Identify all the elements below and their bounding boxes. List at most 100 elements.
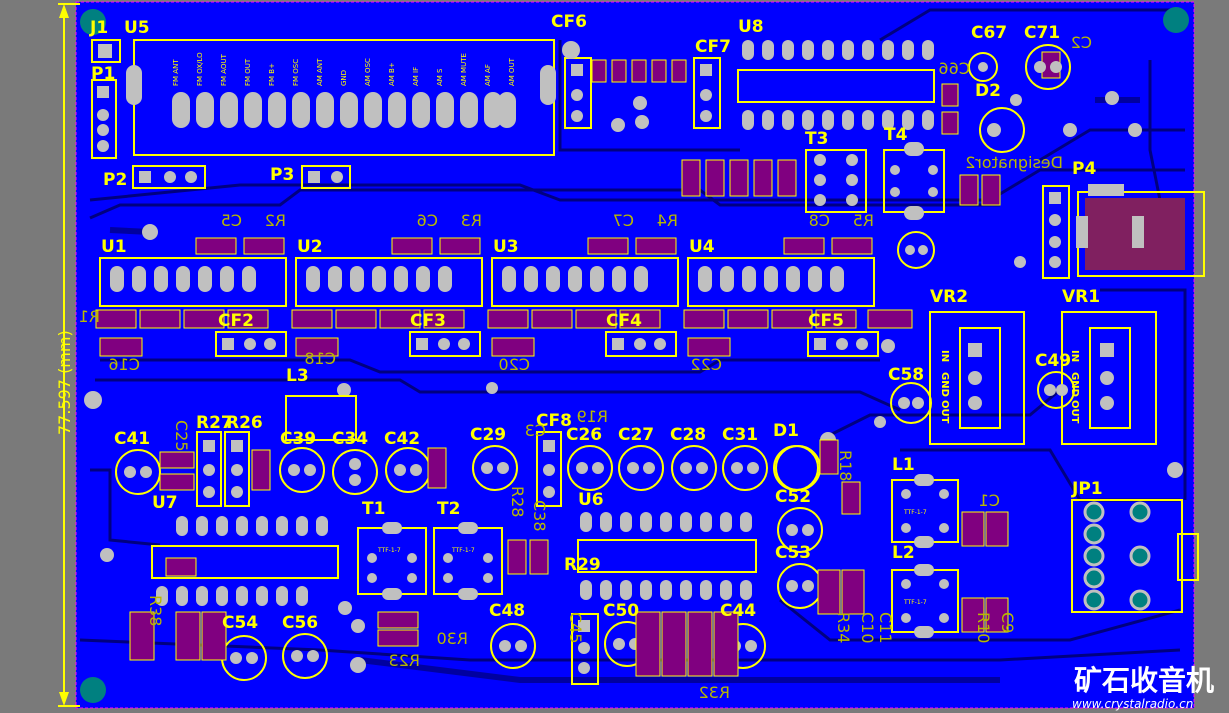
label-r4: R4 — [657, 211, 678, 230]
mounting-holes — [80, 7, 1189, 703]
label-d1: D1 — [773, 421, 799, 441]
label-u5: U5 — [124, 18, 150, 38]
label-c9: C9 — [998, 612, 1017, 633]
watermark: 矿石收音机 www.crystalradio.cn — [1072, 664, 1214, 711]
pin-label: FM ANT — [172, 59, 180, 86]
reg-pin-out: OUT — [939, 400, 950, 424]
label-cf2: CF2 — [218, 311, 254, 331]
label-u6: U6 — [578, 490, 604, 510]
label-p2: P2 — [103, 170, 127, 190]
audio-jack-jp1 — [1071, 499, 1183, 613]
label-u7: U7 — [152, 493, 178, 513]
label-c27: C27 — [618, 425, 654, 445]
label-u2: U2 — [297, 237, 323, 257]
label-c56: C56 — [282, 613, 318, 633]
label-r29: R29 — [564, 555, 601, 575]
label-designator: Designator2 — [965, 153, 1063, 172]
label-c49: C49 — [1035, 351, 1071, 371]
label-t2: T2 — [437, 499, 460, 519]
pin-label: AM OSC — [364, 58, 372, 86]
label-cf5: CF5 — [808, 311, 844, 331]
label-c31: C31 — [722, 425, 758, 445]
label-cf6: CF6 — [551, 12, 587, 32]
label-t1: T1 — [362, 499, 385, 519]
label-vr2: VR2 — [930, 287, 968, 307]
pin-label: AM OUT — [508, 57, 516, 86]
label-c6: C6 — [417, 211, 438, 230]
label-l3: L3 — [286, 366, 309, 386]
coil-marking: TTF-1-7 — [377, 547, 401, 554]
label-cf8: CF8 — [536, 411, 572, 431]
label-c53: C53 — [775, 543, 811, 563]
label-p3: P3 — [270, 165, 294, 185]
pin-label: AM IF — [412, 67, 420, 86]
label-c42: C42 — [384, 429, 420, 449]
regulator-vr1 — [1061, 311, 1157, 445]
regulator-vr2 — [929, 311, 1025, 445]
label-u8: U8 — [738, 17, 764, 37]
label-c22: C22 — [690, 355, 722, 374]
reg-pin-in: IN — [1069, 350, 1080, 362]
label-p4: P4 — [1072, 159, 1096, 179]
label-cf7: CF7 — [695, 37, 731, 57]
reg-pin-gnd: GND — [1069, 372, 1080, 397]
label-jp1: JP1 — [1071, 479, 1103, 499]
label-l1: L1 — [892, 455, 915, 475]
coil-marking: TTF-1-7 — [903, 599, 927, 606]
label-vr1: VR1 — [1062, 287, 1100, 307]
label-c28: C28 — [670, 425, 706, 445]
label-r38: R38 — [146, 595, 165, 626]
label-r5: R5 — [853, 211, 874, 230]
label-c29: C29 — [470, 425, 506, 445]
label-c66: C66 — [938, 59, 970, 78]
label-c45: C45 — [566, 612, 585, 644]
label-t3: T3 — [805, 129, 828, 149]
label-r28: R28 — [508, 486, 527, 517]
label-d2: D2 — [975, 81, 1001, 101]
pin-label: FM OX/LO — [196, 52, 204, 86]
label-c41: C41 — [114, 429, 150, 449]
pin-label: AM AF — [484, 64, 492, 86]
label-r32: R32 — [699, 683, 730, 702]
label-c7: C7 — [613, 211, 634, 230]
label-r2: R2 — [265, 211, 286, 230]
label-u1: U1 — [101, 237, 127, 257]
label-c39: C39 — [280, 429, 316, 449]
label-t4: T4 — [884, 125, 908, 145]
label-c50: C50 — [603, 601, 639, 621]
label-r30: R30 — [437, 629, 468, 648]
label-c54: C54 — [222, 613, 258, 633]
label-cf4: CF4 — [606, 311, 642, 331]
dimension-label: 77.597 (mm) — [55, 330, 74, 435]
label-u4: U4 — [689, 237, 715, 257]
label-c3: C3 — [525, 421, 546, 440]
label-c44: C44 — [720, 601, 756, 621]
label-j1: J1 — [89, 18, 108, 38]
pin-label: AM S — [436, 68, 444, 86]
reg-pin-out: OUT — [1069, 400, 1080, 424]
label-c38: C38 — [530, 500, 549, 532]
pin-label: FM OUT — [244, 58, 252, 86]
label-c25: C25 — [172, 420, 191, 452]
label-c26: C26 — [566, 425, 602, 445]
label-c11: C11 — [876, 612, 895, 644]
label-c2: C2 — [1071, 33, 1092, 52]
pin-label: AM MUTE — [460, 53, 468, 86]
label-c1: C1 — [979, 491, 1000, 510]
pin-label: FM OSC — [292, 59, 300, 86]
label-c5: C5 — [221, 211, 242, 230]
coil-marking: TTF-1-7 — [451, 547, 475, 554]
label-c18: C18 — [304, 349, 336, 368]
watermark-title: 矿石收音机 — [1074, 664, 1214, 697]
pin-label: AM ANT — [316, 58, 324, 86]
label-c52: C52 — [775, 487, 811, 507]
label-cf3: CF3 — [410, 311, 446, 331]
label-r19: R19 — [577, 407, 608, 426]
label-u3: U3 — [493, 237, 519, 257]
reg-pin-gnd: GND — [939, 372, 950, 397]
pin-label: AM B+ — [388, 62, 396, 86]
reg-pin-in: IN — [939, 350, 950, 362]
label-r1: R1 — [79, 307, 100, 326]
label-c48: C48 — [489, 601, 525, 621]
